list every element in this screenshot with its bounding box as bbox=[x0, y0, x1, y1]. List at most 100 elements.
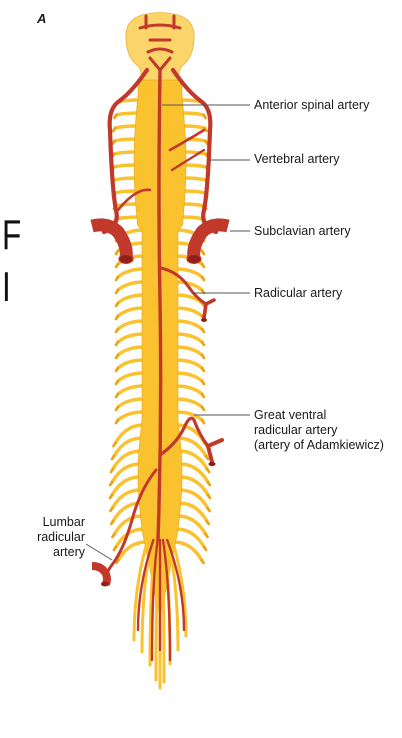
nerve-root bbox=[176, 436, 208, 458]
nerve-root-tip bbox=[200, 366, 206, 373]
nerve-root-tip bbox=[204, 532, 209, 539]
cervical-branch-left bbox=[116, 188, 152, 212]
nerve-root-tip bbox=[110, 454, 116, 461]
nerve-root bbox=[182, 163, 208, 169]
nerve-root-tip bbox=[108, 493, 114, 500]
nerve-root-tip bbox=[109, 506, 114, 513]
cervical-branch-right bbox=[168, 128, 206, 152]
nerve-root bbox=[178, 462, 210, 484]
vertebral-artery-right bbox=[170, 67, 219, 235]
nerve-root-tip bbox=[112, 126, 117, 133]
nerve-root-tip bbox=[200, 288, 206, 295]
nerve-root-tip bbox=[206, 480, 212, 487]
nerve-root bbox=[177, 501, 209, 523]
nerve-root bbox=[171, 540, 204, 562]
nerve-root bbox=[112, 163, 138, 169]
subclavian-lumen-right bbox=[186, 253, 202, 265]
cauda-artery bbox=[166, 538, 186, 632]
leader-lines bbox=[85, 104, 250, 561]
nerve-root-tip bbox=[200, 340, 206, 347]
cauda-filament bbox=[148, 528, 158, 667]
nerve-root bbox=[179, 111, 206, 117]
nerve-root bbox=[112, 514, 145, 536]
nerve-root bbox=[174, 306, 204, 318]
nerve-root bbox=[116, 384, 146, 396]
nerve-root bbox=[174, 280, 204, 292]
nerve-root-tip bbox=[114, 262, 120, 269]
nerve-root-tip bbox=[200, 392, 206, 399]
subclavian-artery-left bbox=[90, 218, 133, 260]
nerve-root bbox=[182, 176, 208, 182]
nerve-root bbox=[116, 306, 146, 318]
nerve-root bbox=[174, 410, 204, 422]
nerve-root-tip bbox=[200, 405, 206, 412]
nerve-root bbox=[115, 215, 141, 221]
nerve-root-tip bbox=[206, 493, 212, 500]
nerve-root bbox=[112, 137, 139, 143]
label-vertebral-artery: Vertebral artery bbox=[254, 152, 340, 166]
cropped-side-glyph-bottom: I bbox=[2, 263, 11, 310]
nerve-root-tip bbox=[113, 113, 118, 120]
adamkiewicz-bifurcation bbox=[206, 438, 224, 464]
label-lumbar-radicular-artery-text: Lumbar radicular artery bbox=[37, 515, 85, 559]
nerve-root-tip bbox=[109, 467, 115, 474]
nerve-root-tip bbox=[109, 519, 115, 526]
nerve-root bbox=[111, 449, 143, 471]
nerve-root bbox=[113, 124, 140, 130]
nerve-root-tip bbox=[200, 301, 206, 308]
nerve-root-tip bbox=[114, 288, 120, 295]
cauda-filament bbox=[132, 528, 153, 642]
great-ventral-radicular-artery bbox=[158, 416, 210, 457]
nerve-root-tip bbox=[114, 379, 120, 386]
nerve-root bbox=[116, 332, 146, 344]
nerve-root bbox=[174, 384, 204, 396]
label-great-ventral-radicular-artery: Great ventral radicular artery (artery o… bbox=[254, 408, 384, 452]
radicular-artery-bifurcation bbox=[202, 298, 216, 320]
nerve-root bbox=[174, 332, 204, 344]
nerve-root bbox=[174, 358, 204, 370]
lumbar-radicular-stump bbox=[91, 562, 111, 586]
cauda-filament bbox=[140, 528, 156, 654]
nerve-root bbox=[110, 475, 142, 497]
nerve-root-tip bbox=[200, 379, 206, 386]
nerve-root-tip bbox=[114, 314, 120, 321]
nerve-root bbox=[114, 111, 141, 117]
nerve-root bbox=[181, 189, 207, 195]
nerve-root bbox=[178, 475, 210, 497]
nerve-root bbox=[116, 293, 146, 305]
nerve-root-tip bbox=[114, 392, 120, 399]
nerve-root-tip bbox=[112, 441, 117, 448]
panel-letter: A bbox=[37, 11, 47, 26]
leader-lumbar bbox=[85, 543, 113, 561]
brainstem-artery bbox=[138, 14, 182, 54]
nerve-root-tip bbox=[114, 418, 120, 425]
nerve-root bbox=[179, 215, 205, 221]
label-anterior-spinal-artery: Anterior spinal artery bbox=[254, 98, 370, 112]
nerve-root bbox=[116, 319, 146, 331]
nerve-root-tip bbox=[114, 340, 120, 347]
nerve-root bbox=[116, 540, 149, 562]
nerve-root-tip bbox=[205, 519, 211, 526]
nerve-root bbox=[113, 423, 146, 445]
nerve-root-tip bbox=[202, 113, 207, 120]
nerve-root bbox=[116, 397, 146, 409]
nerve-root bbox=[116, 280, 146, 292]
lumbar-radicular-lumen bbox=[101, 581, 109, 587]
nerve-root-tip bbox=[205, 467, 211, 474]
nerve-root bbox=[177, 449, 209, 471]
nerve-root bbox=[174, 397, 204, 409]
cervical-branch-right-2 bbox=[170, 148, 206, 172]
vertebral-artery-left bbox=[101, 67, 150, 235]
label-subclavian-artery: Subclavian artery bbox=[254, 224, 351, 238]
arterial-tree bbox=[90, 14, 230, 662]
nerve-root bbox=[180, 202, 206, 208]
nerve-root-tip bbox=[200, 558, 205, 565]
nerve-root-tip bbox=[114, 353, 120, 360]
nerve-root bbox=[177, 488, 210, 510]
nerve-root-tip bbox=[112, 545, 118, 552]
nerve-root bbox=[174, 319, 204, 331]
nerve-root bbox=[116, 345, 146, 357]
nerve-root-tip bbox=[114, 301, 120, 308]
